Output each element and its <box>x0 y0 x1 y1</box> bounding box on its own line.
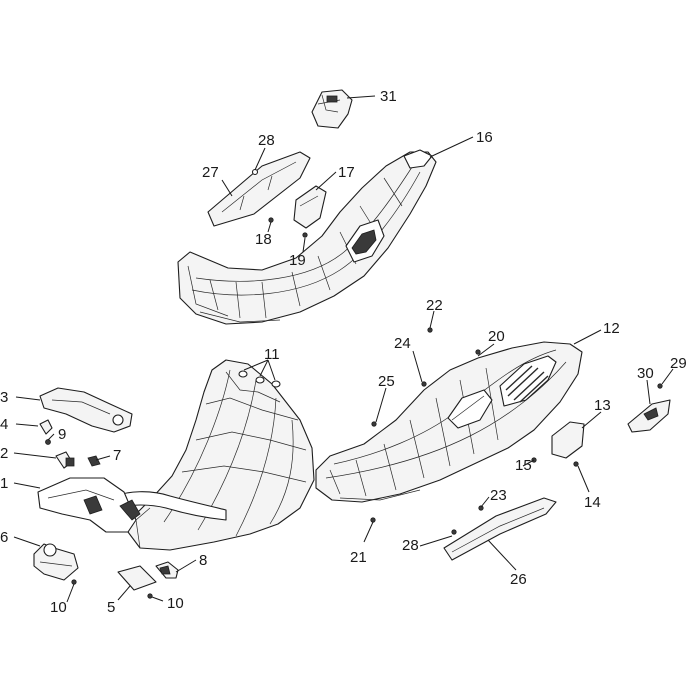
callout-18: 18 <box>255 231 272 248</box>
callout-28-lower: 28 <box>402 537 419 554</box>
callout-17: 17 <box>338 164 355 181</box>
callout-10-left: 10 <box>50 599 67 616</box>
callout-19: 19 <box>289 252 306 269</box>
part-13-cover <box>551 421 585 459</box>
callout-4: 4 <box>0 416 8 433</box>
part-16-upper-side-panel <box>177 149 437 325</box>
callout-11: 11 <box>264 346 280 363</box>
callout-numbers: 31 16 28 27 17 18 19 11 3 4 9 2 7 1 6 8 … <box>0 88 687 616</box>
part-5-plate <box>117 565 157 599</box>
callout-2: 2 <box>0 445 8 462</box>
part-3-bracket <box>39 387 133 433</box>
callout-15: 15 <box>515 457 532 474</box>
part-31-bracket <box>311 89 353 129</box>
callout-6: 6 <box>0 529 8 546</box>
callout-29: 29 <box>670 355 687 372</box>
callout-20: 20 <box>488 328 505 345</box>
part-26-long-bracket <box>443 497 557 561</box>
callout-23: 23 <box>490 487 507 504</box>
part-2-fitting <box>55 451 75 469</box>
part-12-lower-side-panel <box>315 341 583 503</box>
part-4-clip <box>39 419 53 445</box>
part-11-grommets <box>238 370 281 388</box>
callout-10-right: 10 <box>167 595 184 612</box>
part-17-small-cover <box>293 185 327 229</box>
callout-7: 7 <box>113 447 121 464</box>
leader-lines <box>13 95 674 603</box>
callout-5: 5 <box>107 599 115 616</box>
callout-14: 14 <box>584 494 601 511</box>
callout-8: 8 <box>199 552 207 569</box>
callout-9: 9 <box>58 426 66 443</box>
part-27-inner-plate <box>207 151 311 227</box>
part-7-fitting <box>87 455 101 467</box>
callout-28: 28 <box>258 132 275 149</box>
screw-parts-lower-right <box>370 327 663 535</box>
callout-31: 31 <box>380 88 397 105</box>
callout-3: 3 <box>0 389 8 406</box>
callout-30: 30 <box>637 365 654 382</box>
screw-parts-upper <box>251 168 308 238</box>
callout-24: 24 <box>394 335 411 352</box>
callout-1: 1 <box>0 475 8 492</box>
callout-16: 16 <box>476 129 493 146</box>
part-30-bracket <box>627 399 671 433</box>
callout-12: 12 <box>603 320 620 337</box>
callout-27: 27 <box>202 164 219 181</box>
part-1-footrest-panel <box>37 359 315 551</box>
callout-22: 22 <box>426 297 443 314</box>
callout-25: 25 <box>378 373 395 390</box>
part-6-bracket <box>33 543 79 585</box>
callout-13: 13 <box>594 397 611 414</box>
callout-21: 21 <box>350 549 367 566</box>
part-8-clip <box>155 561 179 579</box>
callout-26: 26 <box>510 571 527 588</box>
